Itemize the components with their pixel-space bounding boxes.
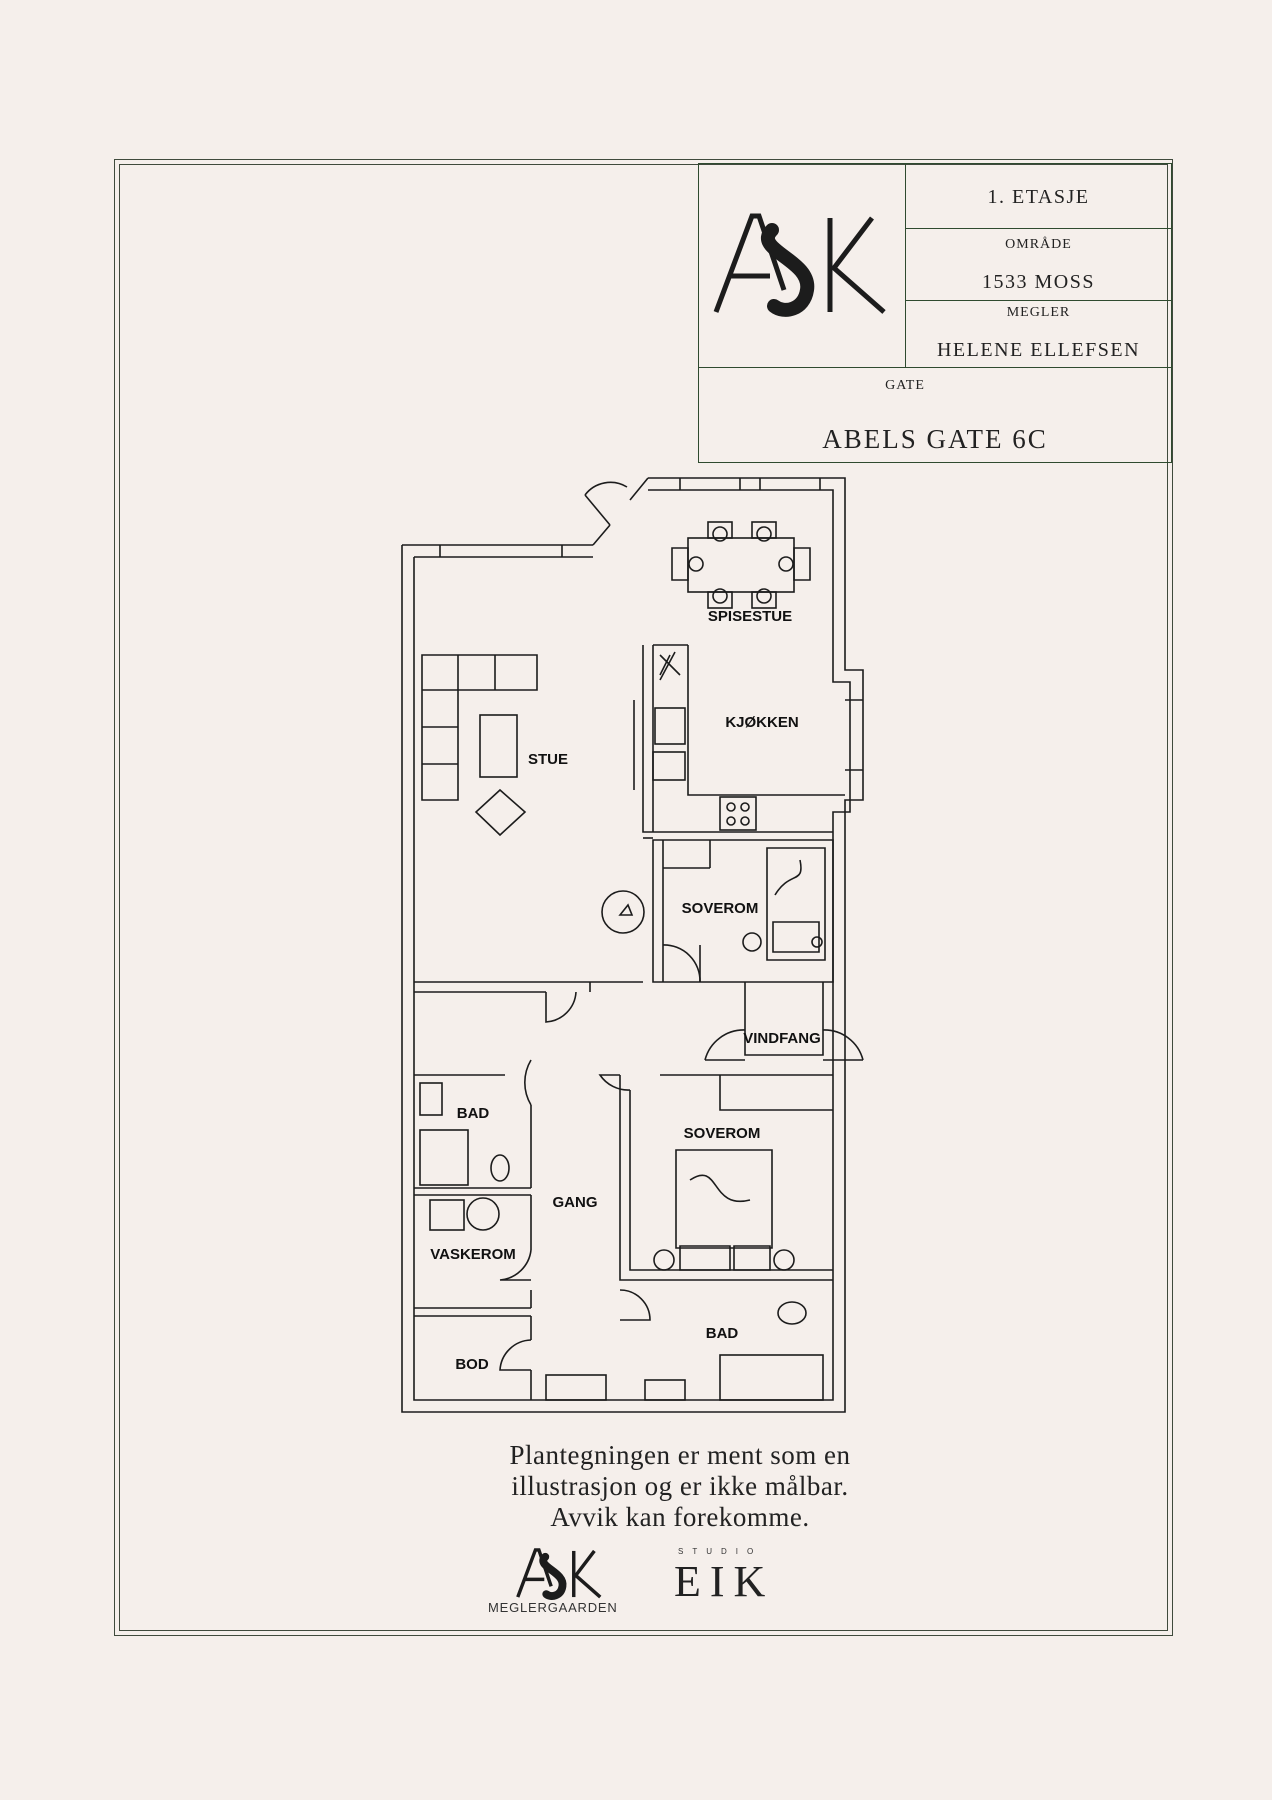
room-label-entry: VINDFANG: [743, 1030, 821, 1047]
disclaimer: Plantegningen er ment som en illustrasjo…: [380, 1440, 980, 1533]
eik-logo: EIK: [674, 1557, 775, 1606]
title-block-divider: [698, 367, 1172, 369]
disclaimer-line: Avvik kan forekomme.: [550, 1502, 810, 1532]
disclaimer-line: Plantegningen er ment som en: [509, 1440, 851, 1470]
room-label-laundry: VASKEROM: [430, 1246, 516, 1263]
room-label-storage: BOD: [455, 1356, 489, 1373]
room-label-bedroom-1: SOVEROM: [682, 900, 759, 917]
room-label-bath-1: BAD: [457, 1105, 490, 1122]
street-caption: GATE: [885, 378, 925, 393]
room-label-bath-2: BAD: [706, 1325, 739, 1342]
outer-frame: [114, 159, 1173, 1636]
room-label-living: STUE: [528, 751, 568, 768]
meglergaarden-label: MEGLERGAARDEN: [488, 1600, 618, 1615]
title-block-divider: [905, 300, 1172, 302]
disclaimer-line: illustrasjon og er ikke målbar.: [511, 1471, 849, 1501]
agent-value: HELENE ELLEFSEN: [936, 339, 1141, 361]
room-label-bedroom-2: SOVEROM: [684, 1125, 761, 1142]
area-value: 1533 MOSS: [982, 271, 1095, 293]
room-label-kitchen: KJØKKEN: [725, 714, 798, 731]
inner-frame: [119, 164, 1168, 1631]
title-block-divider: [905, 163, 907, 367]
street-value: ABELS GATE 6C: [822, 424, 1048, 454]
area-caption: OMRÅDE: [1005, 237, 1072, 252]
floor-label: 1. ETASJE: [987, 186, 1090, 208]
ask-meglergaarden-logo: [516, 1548, 602, 1600]
studio-label: STUDIO: [678, 1547, 763, 1556]
room-label-hall: GANG: [553, 1194, 598, 1211]
room-label-dining: SPISESTUE: [708, 608, 792, 625]
title-block-divider: [905, 228, 1172, 230]
ask-logo: [713, 213, 886, 317]
agent-caption: MEGLER: [1006, 305, 1071, 320]
title-block-border: [698, 163, 1172, 463]
